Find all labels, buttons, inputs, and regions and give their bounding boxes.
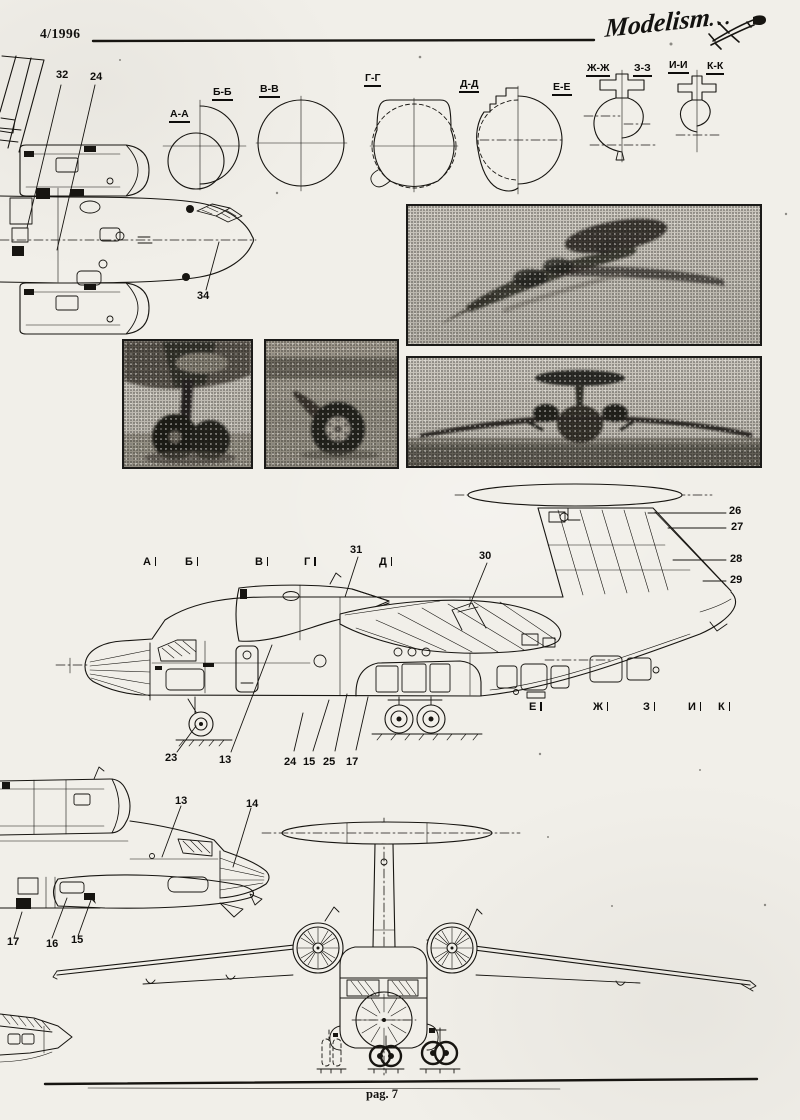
callout-15-side: 15	[303, 756, 316, 768]
photo-main-wheel-art	[266, 341, 397, 467]
station-E: Е	[529, 702, 542, 713]
photo-inflight-art	[441, 218, 725, 324]
station-B: Б	[185, 557, 199, 568]
callout-28: 28	[730, 553, 743, 565]
callout-15-nose: 15	[71, 934, 84, 946]
callout-23: 23	[165, 752, 178, 764]
callout-17-nose: 17	[7, 936, 20, 948]
issue-number: 4/1996	[40, 26, 81, 41]
plane-doodle-icon	[708, 15, 766, 50]
callout-34: 34	[197, 290, 210, 302]
station-I: И	[688, 702, 702, 713]
callout-26: 26	[729, 505, 742, 517]
side-view-drawing	[55, 483, 737, 753]
station-K: К	[718, 702, 731, 713]
page-number: pag. 7	[366, 1087, 398, 1101]
photo-nose-gear	[122, 339, 253, 469]
section-label-AA: А-А	[169, 109, 190, 123]
front-view-drawing	[52, 817, 757, 1076]
corner-fragment-drawing	[0, 1013, 73, 1063]
photo-main-wheel	[264, 339, 399, 469]
station-Z: З	[643, 702, 656, 713]
section-label-II: И-И	[668, 60, 689, 74]
photo-front-art	[408, 370, 760, 466]
callout-13-nose: 13	[175, 795, 188, 807]
callout-25: 25	[323, 756, 336, 768]
section-label-EE: Е-Е	[552, 82, 572, 96]
callout-27: 27	[731, 521, 744, 533]
station-Zh: Ж	[593, 702, 609, 713]
station-V: В	[255, 557, 269, 568]
callout-14: 14	[246, 798, 259, 810]
footer-rule	[43, 1077, 759, 1090]
section-label-ZZ: З-З	[633, 63, 652, 77]
section-label-KK: К-К	[706, 61, 725, 75]
callout-24: 24	[90, 71, 103, 83]
header-rule	[91, 38, 596, 43]
section-label-GG: Г-Г	[364, 73, 382, 87]
callout-16: 16	[46, 938, 59, 950]
section-label-VV: В-В	[259, 84, 280, 98]
photo-nose-gear-art	[124, 341, 251, 467]
section-label-BB: Б-Б	[212, 87, 233, 101]
callout-29: 29	[730, 574, 743, 586]
section-label-DD: Д-Д	[459, 79, 480, 93]
station-G: Г	[304, 557, 316, 568]
top-view-drawing	[0, 55, 257, 335]
station-A: А	[143, 557, 157, 568]
station-D: Д	[379, 557, 393, 568]
callout-13-side: 13	[219, 754, 232, 766]
section-label-ZhZh: Ж-Ж	[586, 63, 611, 77]
callout-32: 32	[56, 69, 69, 81]
photo-aircraft-front-ground	[406, 356, 762, 468]
callout-30: 30	[479, 550, 492, 562]
nose-view-drawing	[0, 766, 270, 939]
cross-sections-drawing	[162, 69, 721, 195]
callout-17-side: 17	[346, 756, 359, 768]
scan-specks	[119, 42, 788, 907]
callout-31: 31	[350, 544, 363, 556]
callout-24-side: 24	[284, 756, 297, 768]
photo-aircraft-inflight	[406, 204, 762, 346]
